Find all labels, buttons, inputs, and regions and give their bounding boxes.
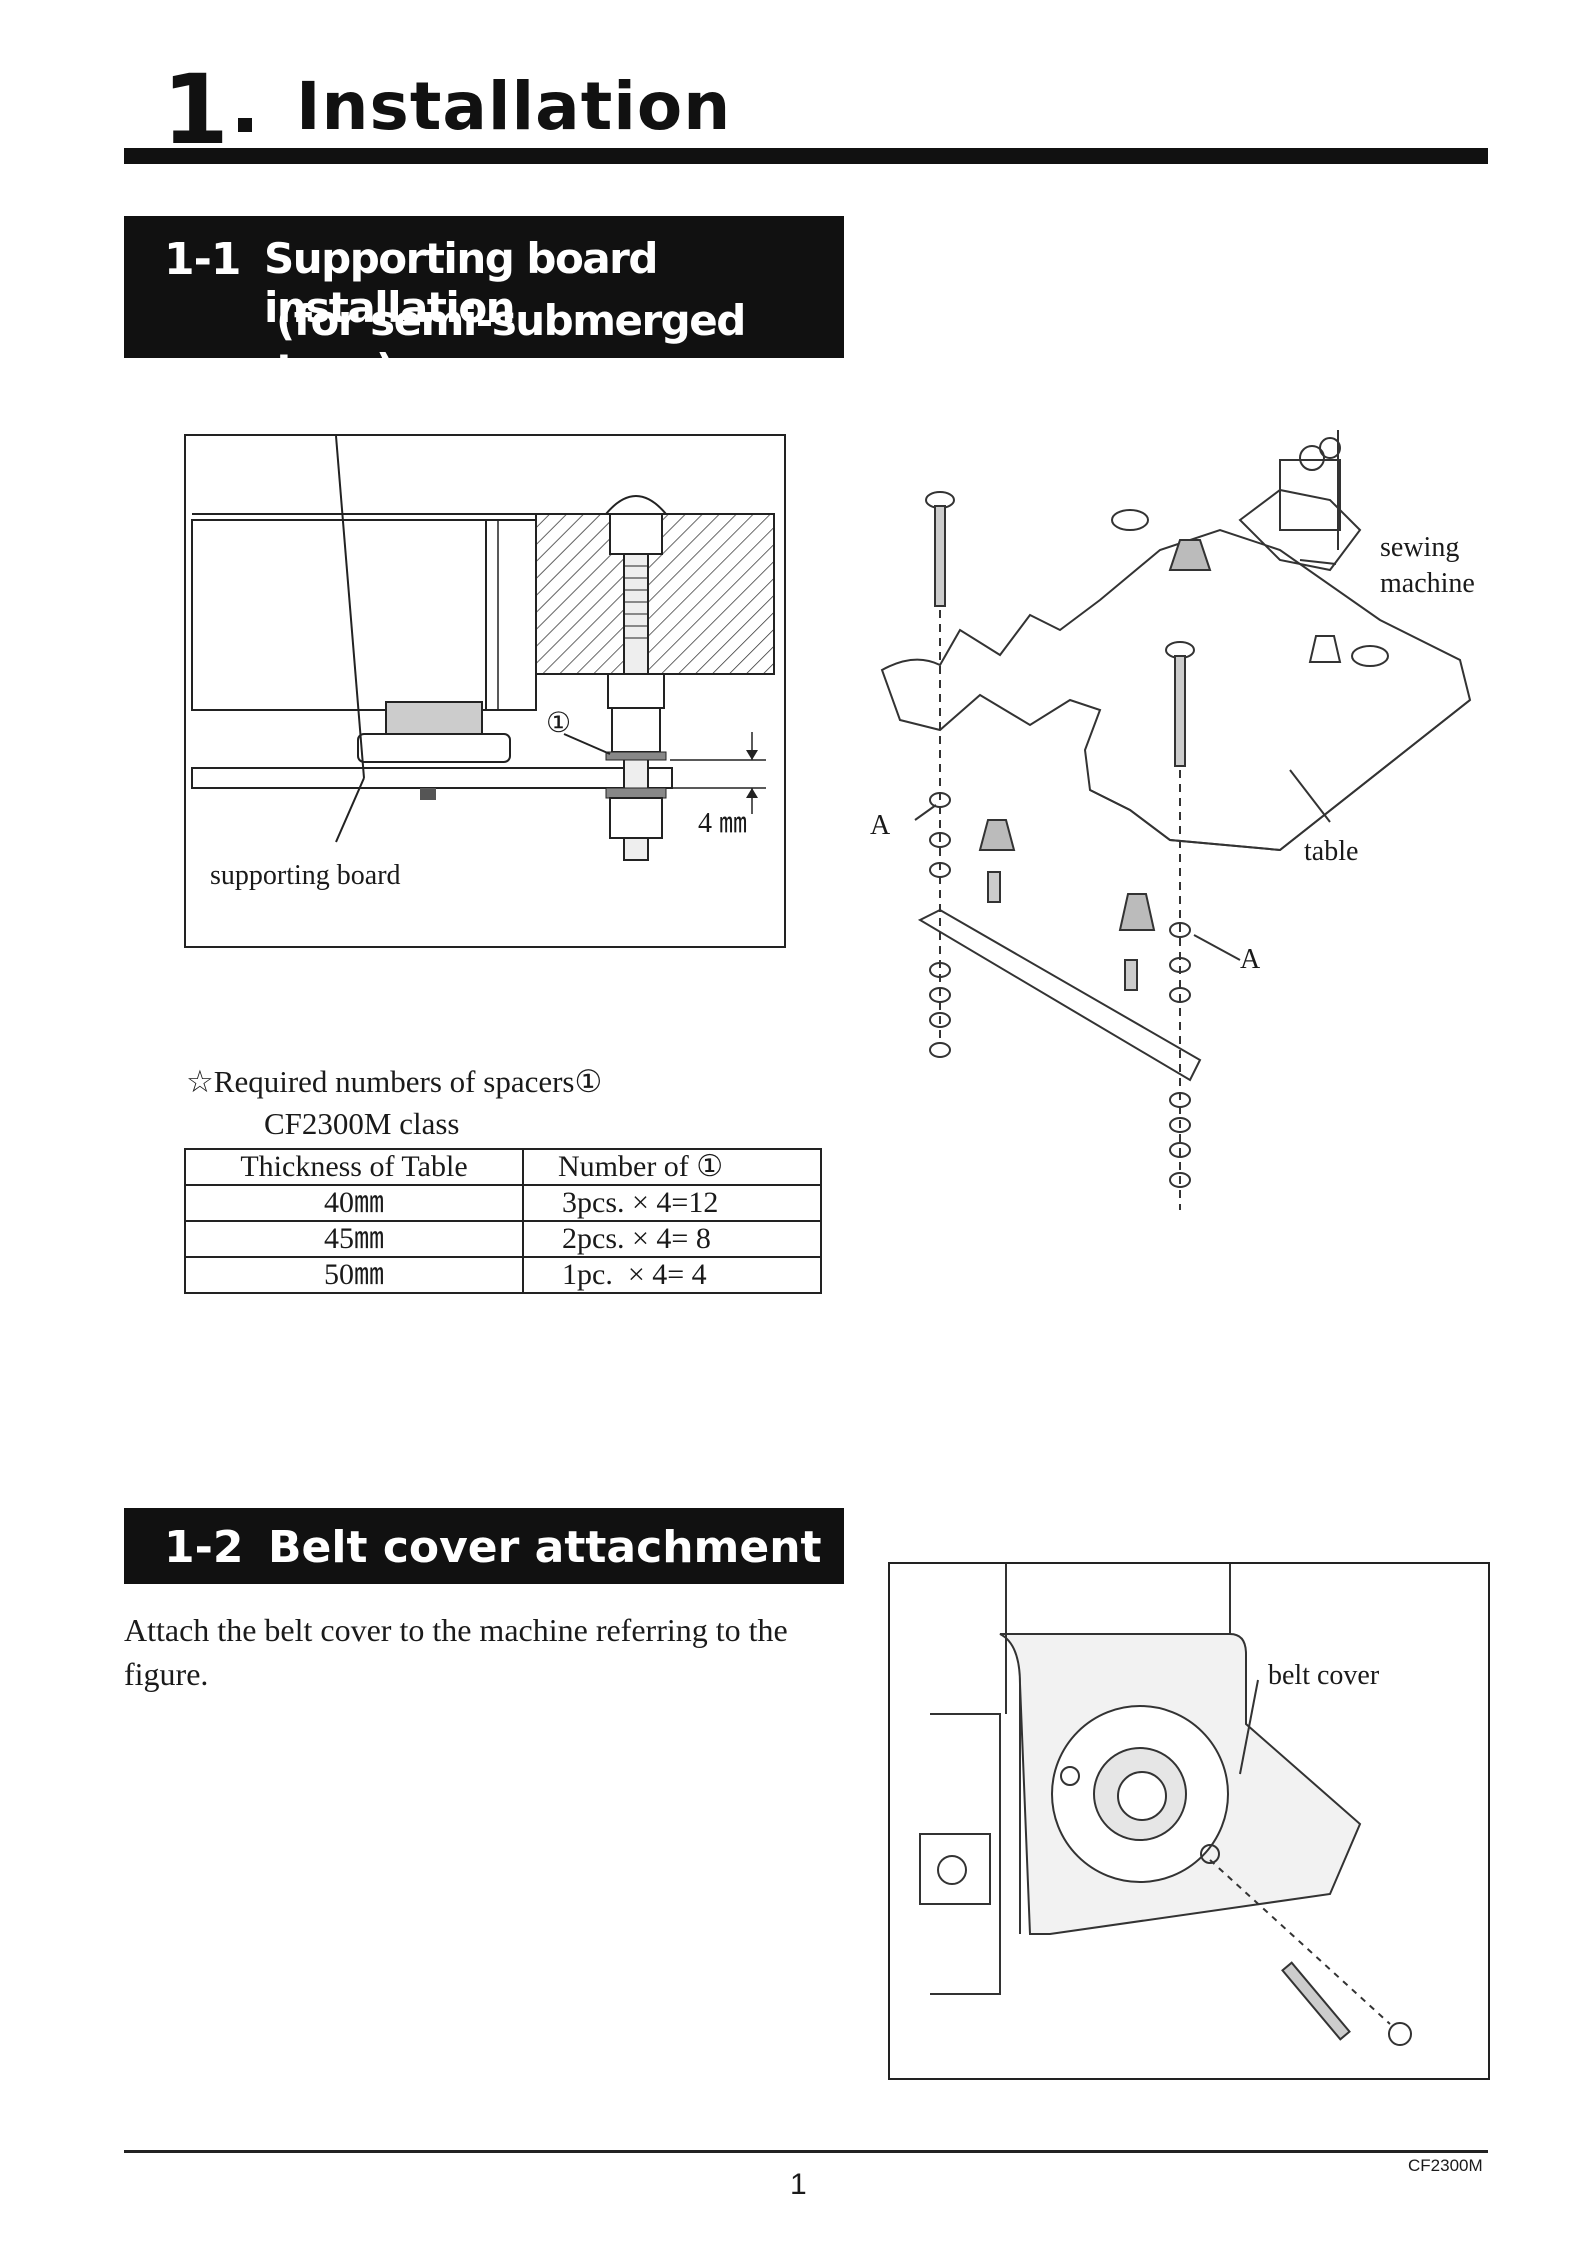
count-cell: 3pcs. × 4=12 xyxy=(522,1184,822,1222)
assembly-figure: sewing machine table A A xyxy=(860,430,1510,1230)
table-row: 50㎜ 1pc. × 4= 4 xyxy=(184,1256,822,1294)
dimension-label: 4 ㎜ xyxy=(698,808,748,839)
section-1-1-banner: 1-1 Supporting board installation (for s… xyxy=(124,216,844,394)
table-header-row: Thickness of Table Number of ① xyxy=(184,1148,822,1186)
table-label: table xyxy=(1304,836,1359,867)
chapter-title: Installation xyxy=(296,68,732,145)
assembly-drawing xyxy=(880,430,1472,1210)
table-row: 45㎜ 2pcs. × 4= 8 xyxy=(184,1220,822,1258)
belt-cover-figure: belt cover xyxy=(888,1562,1490,2080)
footer-rule xyxy=(124,2150,1488,2153)
sewing-label: sewing xyxy=(1380,532,1460,563)
col-number: Number of ① xyxy=(522,1148,822,1186)
machine-label: machine xyxy=(1380,568,1475,599)
count-cell: 2pcs. × 4= 8 xyxy=(522,1220,822,1258)
belt-cover-drawing xyxy=(919,1564,1412,2046)
table-row: 40㎜ 3pcs. × 4=12 xyxy=(184,1184,822,1222)
footer-model: CF2300M xyxy=(1408,2156,1483,2175)
belt-cover-label: belt cover xyxy=(1268,1660,1380,1691)
belt-cover-instructions: Attach the belt cover to the machine ref… xyxy=(124,1612,788,1692)
supporting-board-drawing xyxy=(191,435,775,861)
supporting-board-label: supporting board xyxy=(210,860,401,891)
thickness-cell: 45㎜ xyxy=(184,1220,524,1258)
section-1-2-banner: 1-2 Belt cover attachment xyxy=(124,1508,844,1584)
thickness-cell: 50㎜ xyxy=(184,1256,524,1294)
thickness-cell: 40㎜ xyxy=(184,1184,524,1222)
count-cell: 1pc. × 4= 4 xyxy=(522,1256,822,1294)
section-1-1-title-line2: (for semi-submerged type) xyxy=(276,296,746,394)
spacer-heading: ☆Required numbers of spacers① xyxy=(186,1064,603,1099)
spacer-model-class: CF2300M class xyxy=(264,1106,460,1141)
page-number: 1 xyxy=(790,2168,807,2201)
spacer-callout: ① xyxy=(546,708,572,739)
chapter-dot xyxy=(238,118,252,132)
a-label-left: A xyxy=(870,810,891,841)
section-1-1-number: 1-1 xyxy=(164,234,241,285)
spacer-table: Thickness of Table Number of ① 40㎜ 3pcs.… xyxy=(184,1148,822,1294)
section-1-2-title: Belt cover attachment xyxy=(268,1522,822,1573)
chapter-number: 1 xyxy=(162,54,229,166)
section-1-2-number: 1-2 xyxy=(164,1522,244,1573)
a-label-right: A xyxy=(1240,944,1261,975)
col-thickness: Thickness of Table xyxy=(184,1148,524,1186)
supporting-board-figure: ① 4 ㎜ supporting board xyxy=(184,434,786,948)
section-1-1-title-line1: Supporting board installation xyxy=(264,234,658,332)
chapter-rule xyxy=(124,148,1488,164)
